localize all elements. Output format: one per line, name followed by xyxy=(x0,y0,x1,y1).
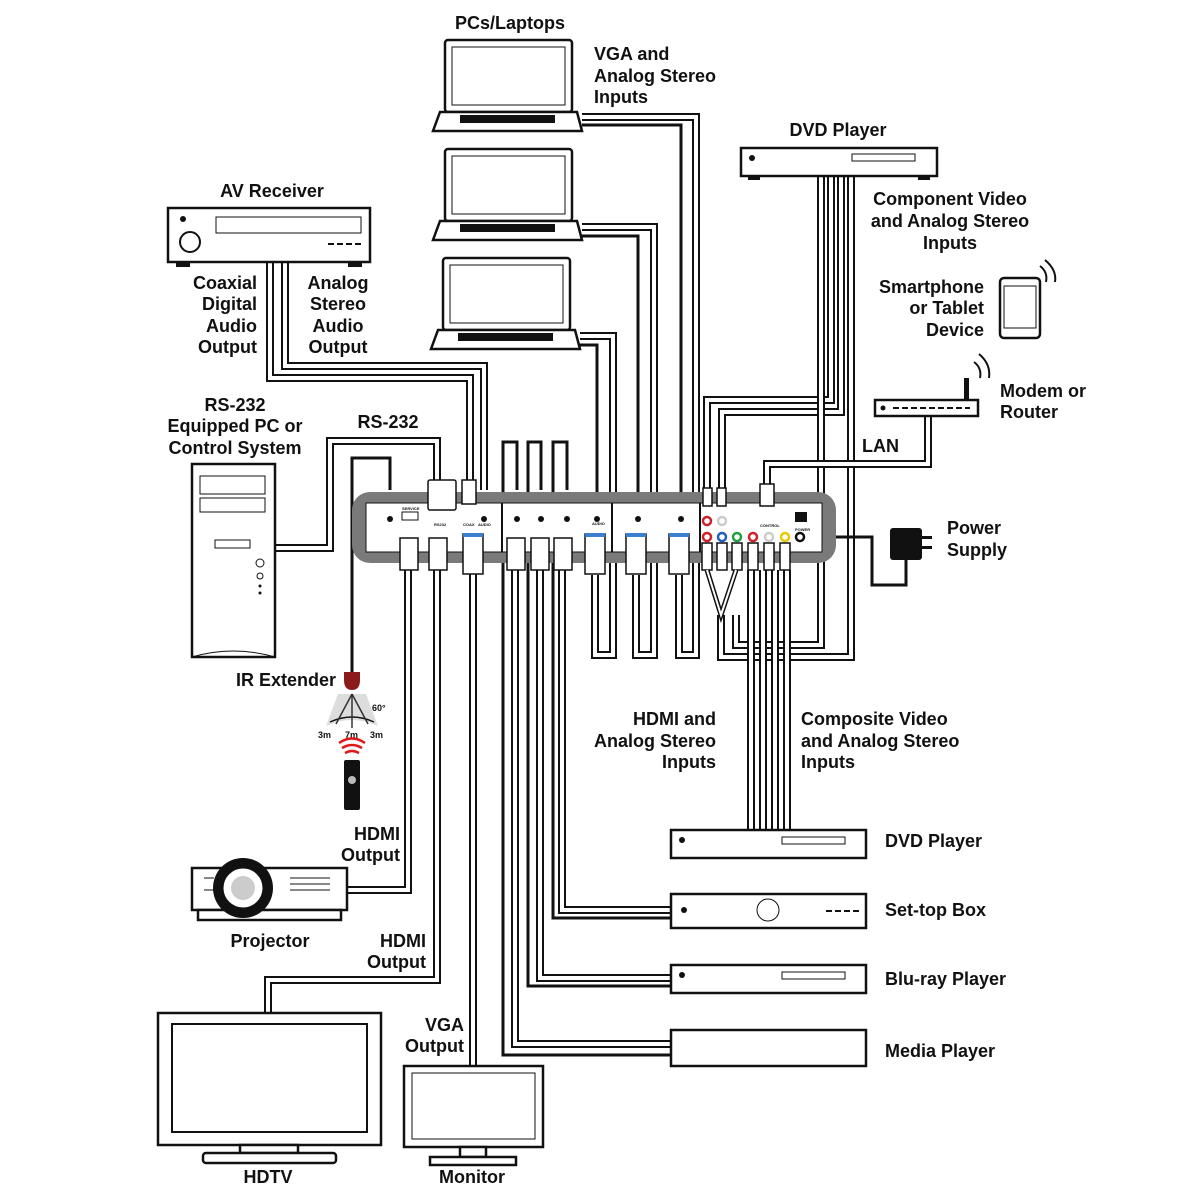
ir-signal-icon xyxy=(338,737,366,755)
label-modem-2: Router xyxy=(1000,402,1058,422)
label-composite-3: Inputs xyxy=(801,752,855,772)
label-dvd-bottom: DVD Player xyxy=(885,831,982,851)
label-monitor: Monitor xyxy=(439,1167,505,1187)
media-player xyxy=(669,1028,868,1068)
label-analog-3: Audio xyxy=(313,316,364,336)
label-coaxial-2: Digital xyxy=(202,294,257,314)
panel-label-audio: AUDIO xyxy=(478,522,491,527)
label-av-receiver: AV Receiver xyxy=(220,181,324,201)
label-coaxial-1: Coaxial xyxy=(193,273,257,293)
label-power-2: Supply xyxy=(947,540,1007,560)
lan-connector xyxy=(759,483,775,507)
monitor xyxy=(402,1064,545,1167)
blu-ray-player xyxy=(669,963,868,995)
label-component-2: and Analog Stereo xyxy=(871,211,1029,231)
label-composite-2: and Analog Stereo xyxy=(801,731,959,751)
panel-label-audio-2: AUDIO xyxy=(592,521,605,526)
ir-extender: 60° 3m 7m 3m xyxy=(318,672,386,810)
label-analog-2: Stereo xyxy=(310,294,366,314)
label-settop: Set-top Box xyxy=(885,900,986,920)
label-hdmi-out-projector-1: HDMI xyxy=(354,824,400,844)
matrix-switcher-unit: SERVICE RS232 COAX AUDIO AUDIO CONTROL P… xyxy=(352,479,836,624)
label-vga-out-2: Output xyxy=(405,1036,464,1056)
power-adapter-icon xyxy=(890,528,932,560)
dvd-player-bottom xyxy=(669,828,868,860)
labels: PCs/Laptops VGA and Analog Stereo Inputs… xyxy=(168,13,1087,1187)
label-rs232-pc-1: RS-232 xyxy=(204,395,265,415)
label-hdmi-out-projector-2: Output xyxy=(341,845,400,865)
pc-tower xyxy=(190,462,277,659)
label-rs232: RS-232 xyxy=(357,412,418,432)
laptop-2 xyxy=(431,147,584,242)
cables xyxy=(264,113,932,1066)
label-hdmi-inputs-3: Inputs xyxy=(662,752,716,772)
label-projector: Projector xyxy=(230,931,309,951)
projector xyxy=(190,858,349,922)
panel-label-control: CONTROL xyxy=(760,523,780,528)
label-hdmi-inputs-1: HDMI and xyxy=(633,709,716,729)
remote-control-icon xyxy=(344,760,360,810)
laptop-3 xyxy=(429,256,582,351)
dvd-player-top xyxy=(739,146,939,180)
label-smartphone-3: Device xyxy=(926,320,984,340)
panel-label-service: SERVICE xyxy=(402,506,420,511)
label-vga-inputs-3: Inputs xyxy=(594,87,648,107)
label-rs232-pc-2: Equipped PC or xyxy=(168,416,303,436)
label-power-1: Power xyxy=(947,518,1001,538)
label-smartphone-2: or Tablet xyxy=(909,298,984,318)
label-rs232-pc-3: Control System xyxy=(168,438,301,458)
label-bluray: Blu-ray Player xyxy=(885,969,1006,989)
hdtv xyxy=(156,1011,383,1165)
av-receiver xyxy=(166,206,372,267)
label-hdmi-inputs-2: Analog Stereo xyxy=(594,731,716,751)
panel-label-power: POWER xyxy=(795,527,810,532)
label-component-3: Inputs xyxy=(923,233,977,253)
label-smartphone-1: Smartphone xyxy=(879,277,984,297)
label-vga-inputs-1: VGA and xyxy=(594,44,669,64)
label-lan: LAN xyxy=(862,436,899,456)
label-analog-1: Analog xyxy=(308,273,369,293)
power-switch xyxy=(795,512,807,522)
label-coaxial-4: Output xyxy=(198,337,257,357)
panel-label-coax: COAX xyxy=(463,522,475,527)
label-component-1: Component Video xyxy=(873,189,1027,209)
laptop-1 xyxy=(431,38,584,133)
label-dvd-top: DVD Player xyxy=(789,120,886,140)
label-vga-inputs-2: Analog Stereo xyxy=(594,66,716,86)
label-modem-1: Modem or xyxy=(1000,381,1086,401)
label-media: Media Player xyxy=(885,1041,995,1061)
service-usb-port xyxy=(401,511,419,521)
ir-angle-label: 60° xyxy=(372,703,386,713)
set-top-box xyxy=(669,892,868,930)
label-coaxial-3: Audio xyxy=(206,316,257,336)
ir-range-center: 7m xyxy=(345,730,358,740)
ir-receiver-icon xyxy=(344,672,360,690)
label-analog-4: Output xyxy=(309,337,368,357)
panel-label-rs232: RS232 xyxy=(434,522,447,527)
label-pcs-laptops: PCs/Laptops xyxy=(455,13,565,33)
ir-range-left: 3m xyxy=(318,730,331,740)
label-composite-1: Composite Video xyxy=(801,709,948,729)
label-hdmi-out-hdtv-1: HDMI xyxy=(380,931,426,951)
label-hdtv: HDTV xyxy=(244,1167,293,1187)
label-hdmi-out-hdtv-2: Output xyxy=(367,952,426,972)
smartphone-icon xyxy=(998,259,1057,340)
coax-connector xyxy=(461,479,477,505)
rs232-connector xyxy=(427,479,457,511)
label-vga-out-1: VGA xyxy=(425,1015,464,1035)
router-icon xyxy=(873,353,991,418)
ir-range-right: 3m xyxy=(370,730,383,740)
label-ir-extender: IR Extender xyxy=(236,670,336,690)
